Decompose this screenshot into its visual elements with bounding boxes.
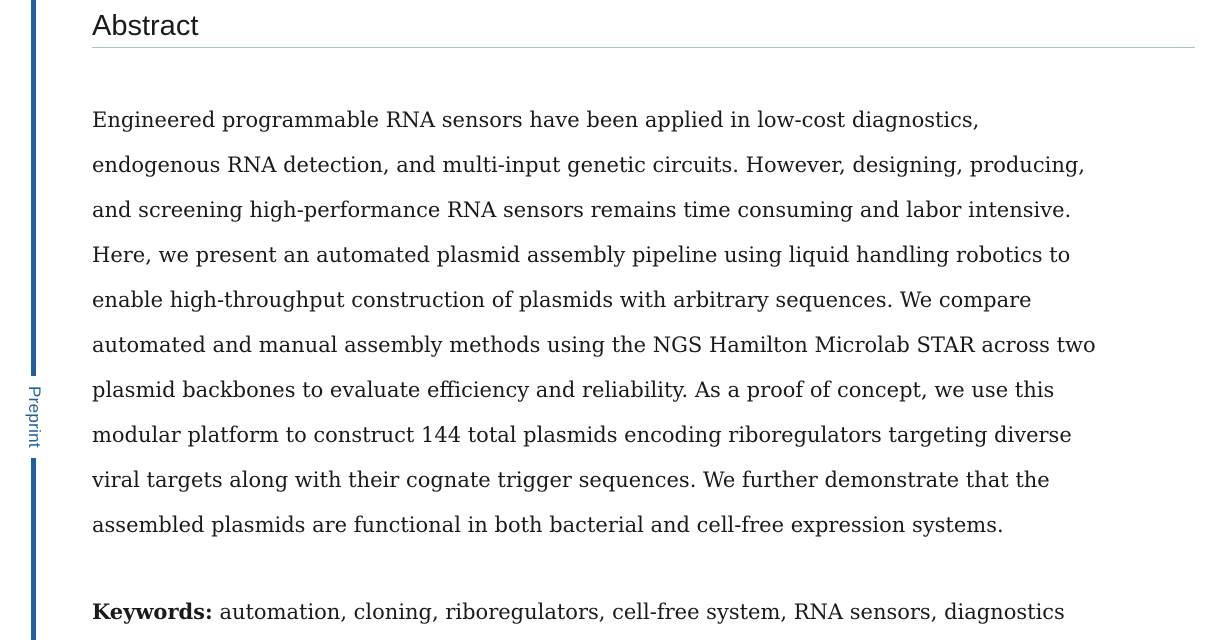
abstract-line: endogenous RNA detection, and multi-inpu…	[92, 153, 1085, 177]
abstract-heading: Abstract	[92, 8, 1195, 48]
keywords-label: Keywords:	[92, 599, 213, 624]
abstract-line: plasmid backbones to evaluate efficiency…	[92, 378, 1055, 402]
abstract-line: assembled plasmids are functional in bot…	[92, 513, 1004, 537]
preprint-label: Preprint	[25, 386, 44, 448]
keywords-line: Keywords: automation, cloning, riboregul…	[92, 593, 1202, 631]
abstract-line: automated and manual assembly methods us…	[92, 333, 1096, 357]
abstract-line: Engineered programmable RNA sensors have…	[92, 108, 980, 132]
abstract-line: Here, we present an automated plasmid as…	[92, 243, 1071, 267]
abstract-line: enable high-throughput construction of p…	[92, 288, 1032, 312]
abstract-line: modular platform to construct 144 total …	[92, 423, 1072, 447]
abstract-line: and screening high-performance RNA senso…	[92, 198, 1072, 222]
abstract-line: viral targets along with their cognate t…	[92, 468, 1050, 492]
preprint-label-background	[24, 376, 44, 458]
keywords-list: automation, cloning, riboregulators, cel…	[212, 600, 1065, 624]
abstract-paragraph: Engineered programmable RNA sensors have…	[92, 98, 1202, 548]
preprint-sidebar-bar	[31, 0, 36, 640]
abstract-heading-text: Abstract	[92, 10, 199, 42]
